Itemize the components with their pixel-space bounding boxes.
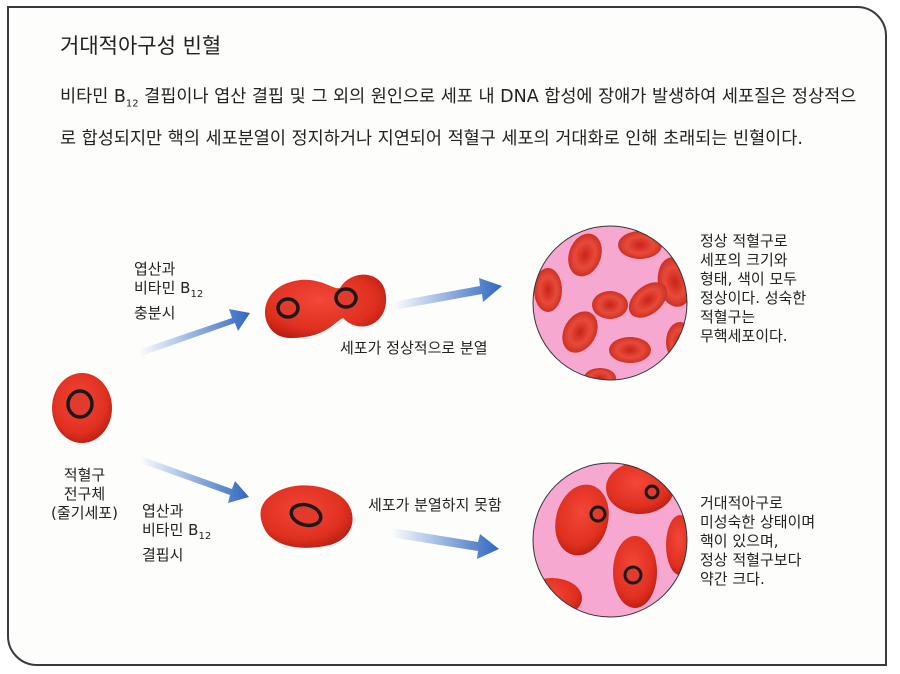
dividing-cell xyxy=(264,274,387,338)
lower-result-label: 거대적아구로 미성숙한 상태이며 핵이 있으며, 정상 적혈구보다 약간 크다. xyxy=(700,494,816,588)
description: 비타민 B12 결핍이나 엽산 결핍 및 그 외의 원인으로 세포 내 DNA … xyxy=(60,87,857,149)
figure-frame xyxy=(7,6,887,666)
arrow-upper-right xyxy=(392,278,502,310)
upper-condition-label: 엽산과 비타민 B12 충분시 xyxy=(134,260,204,322)
progenitor-label: 적혈구 전구체 (줄기세포) xyxy=(51,466,118,522)
megaloblast-cell xyxy=(260,485,353,548)
page-title: 거대적아구성 빈혈 xyxy=(60,34,222,58)
upper-result-label: 정상 적혈구로 세포의 크기와 형태, 색이 모두 정상이다. 성숙한 적혈구는… xyxy=(700,232,807,345)
upper-process-label: 세포가 정상적으로 분열 xyxy=(340,339,488,357)
megaloblast-view xyxy=(532,462,688,618)
lower-condition-label: 엽산과 비타민 B12 결핍시 xyxy=(142,502,212,564)
lower-process-label: 세포가 분열하지 못함 xyxy=(368,496,502,514)
progenitor-cell xyxy=(52,373,112,443)
arrow-lower-right xyxy=(390,528,499,559)
arrow-lower-left xyxy=(138,456,249,503)
arrow-upper-left xyxy=(138,309,250,356)
normal-rbc-view xyxy=(532,225,688,381)
